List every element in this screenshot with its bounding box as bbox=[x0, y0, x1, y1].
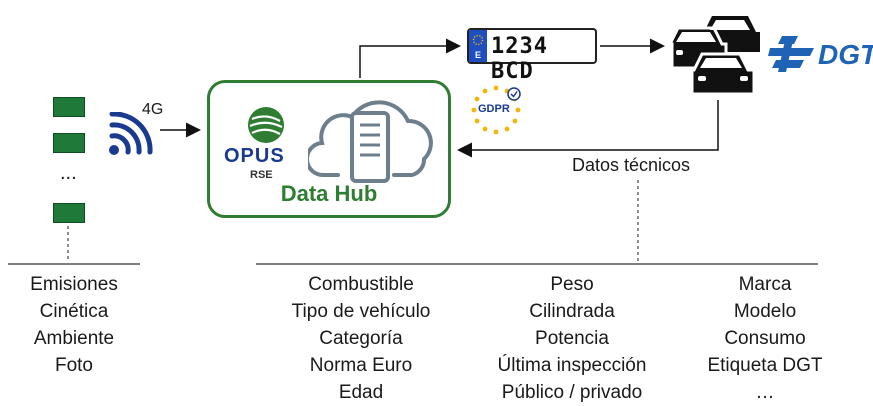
vehicle-field: Potencia bbox=[535, 328, 609, 349]
license-plate: E 1234 BCD bbox=[467, 28, 597, 84]
vehicle-field: Peso bbox=[550, 274, 594, 295]
vehicle-field: Última inspección bbox=[497, 355, 647, 376]
cloud-server-icon bbox=[308, 100, 433, 183]
sensor-box-2 bbox=[53, 133, 85, 153]
data-hub-box: OPUS RSE Data Hub bbox=[207, 80, 451, 218]
eu-stars-icon bbox=[472, 34, 484, 46]
plate-number: 1234 BCD bbox=[491, 34, 548, 84]
dgt-logo-icon bbox=[768, 36, 814, 72]
vehicle-fields-column-1: Combustible Tipo de vehículo Categoría N… bbox=[268, 271, 454, 406]
network-label: 4G bbox=[142, 101, 164, 118]
sensor-field: Emisiones bbox=[30, 274, 118, 295]
vehicle-fields-column-2: Peso Cilindrada Potencia Última inspecci… bbox=[472, 271, 672, 406]
vehicle-fields-column-3: Marca Modelo Consumo Etiqueta DGT … bbox=[690, 271, 840, 406]
sensor-field: Ambiente bbox=[33, 328, 115, 349]
technical-data-label: Datos técnicos bbox=[572, 155, 691, 175]
sensor-box-3 bbox=[53, 203, 85, 223]
opus-globe-icon bbox=[248, 107, 284, 143]
vehicle-field: Marca bbox=[738, 274, 792, 295]
vehicle-field: … bbox=[755, 382, 775, 403]
vehicle-field: Consumo bbox=[724, 328, 806, 349]
gdpr-badge-icon bbox=[471, 85, 521, 135]
opus-logo-sub: RSE bbox=[250, 169, 273, 181]
arrow-cars-to-hub bbox=[457, 100, 719, 158]
vehicle-field: Combustible bbox=[308, 274, 414, 295]
vehicle-field: Norma Euro bbox=[309, 355, 413, 376]
sensor-field: Foto bbox=[54, 355, 94, 376]
vehicle-field: Categoría bbox=[319, 328, 403, 349]
arrow-hub-to-plate bbox=[359, 38, 461, 78]
eu-band: E bbox=[469, 30, 487, 62]
vehicle-field: Público / privado bbox=[501, 382, 643, 403]
vehicle-field: Etiqueta DGT bbox=[707, 355, 823, 376]
opus-logo-text: OPUS bbox=[224, 145, 285, 167]
sensor-ellipsis: ... bbox=[60, 162, 77, 184]
vehicle-field: Modelo bbox=[733, 301, 797, 322]
cars-icon bbox=[668, 16, 760, 96]
sensor-fields-list: Emisiones Cinética Ambiente Foto bbox=[8, 271, 140, 379]
gdpr-label: GDPR bbox=[478, 103, 510, 115]
sensor-box-1 bbox=[53, 97, 85, 117]
wireless-signal-icon bbox=[109, 112, 153, 155]
sensor-field: Cinética bbox=[39, 301, 109, 322]
vehicle-field: Tipo de vehículo bbox=[291, 301, 431, 322]
data-hub-title: Data Hub bbox=[280, 181, 378, 206]
plate-country-code: E bbox=[474, 50, 481, 60]
dgt-logo-text: DGT bbox=[818, 39, 873, 70]
vehicle-field: Cilindrada bbox=[529, 301, 615, 322]
vehicle-field: Edad bbox=[338, 382, 384, 403]
